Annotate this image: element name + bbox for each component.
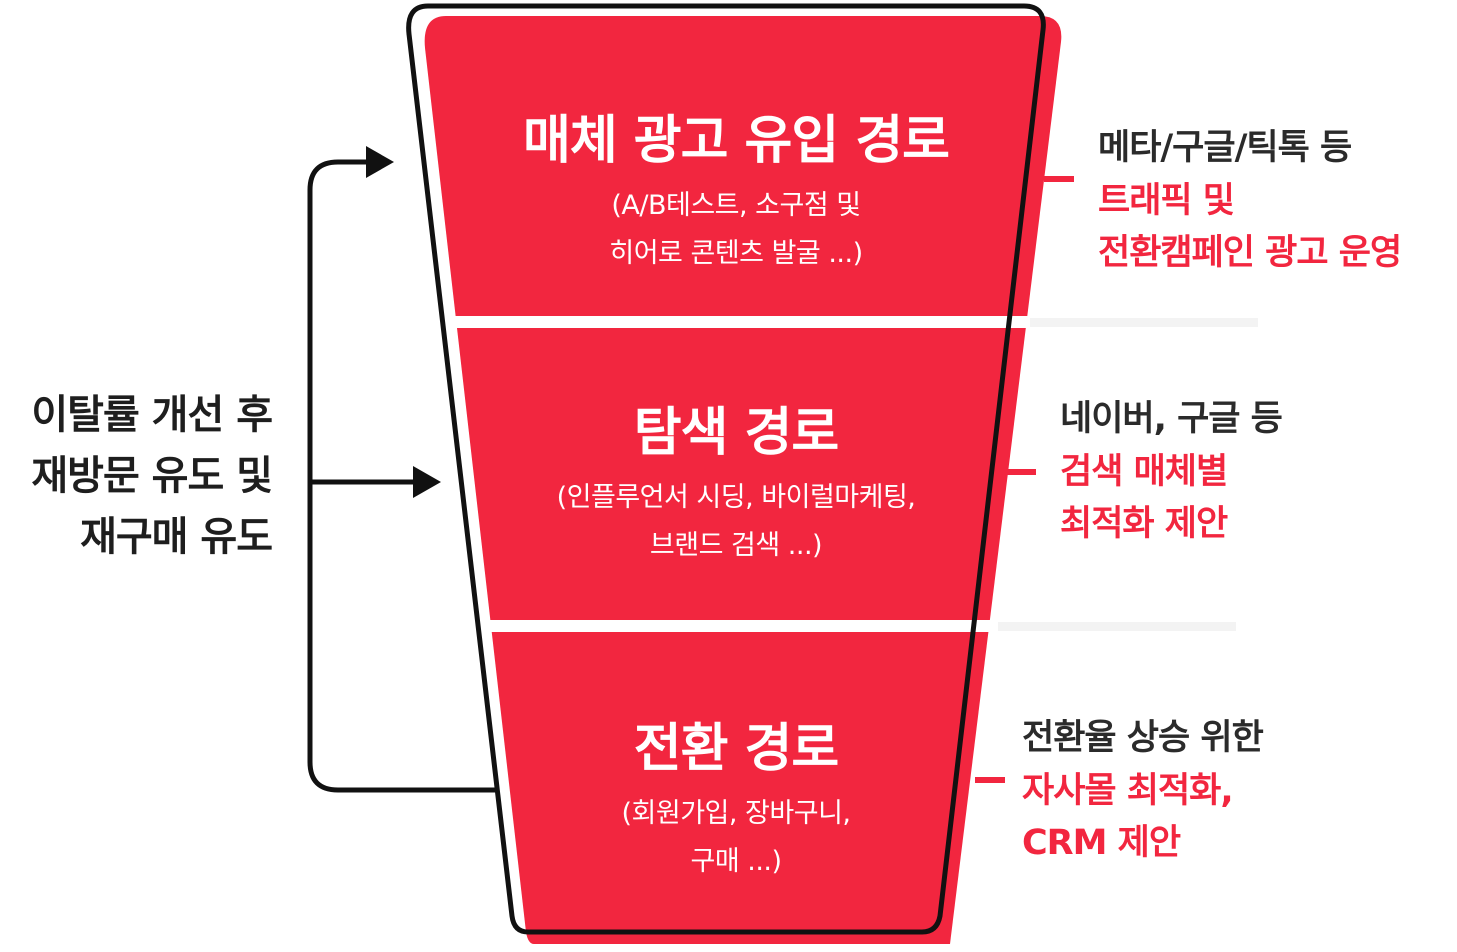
- funnel-body: [424, 16, 1062, 944]
- note-connector-1: [1044, 176, 1074, 182]
- divider-line-2: [998, 622, 1236, 631]
- stage-3-note-highlight: 자사몰 최적화, CRM 제안: [1022, 770, 1234, 864]
- stage-3-note-line: 전환율 상승 위한: [1022, 718, 1264, 758]
- stage-2-title: 탐색 경로: [633, 403, 839, 463]
- note-connector-2: [1006, 469, 1036, 475]
- stage-2-note: 네이버, 구글 등 검색 매체별 최적화 제안: [1060, 393, 1283, 551]
- feedback-loop-line: [307, 159, 498, 793]
- note-connector-3: [975, 777, 1005, 783]
- retention-note: 이탈률 개선 후 재방문 유도 및 재구매 유도: [31, 392, 273, 560]
- stage-1-note-highlight: 트래픽 및 전환캠페인 광고 운영: [1098, 180, 1402, 274]
- arrowhead-top-icon: [366, 146, 394, 178]
- stage-3-desc: (회원가입, 장바구니, 구매 ...): [621, 798, 851, 878]
- funnel-outline: [406, 3, 1046, 935]
- stage-2-desc: (인플루언서 시딩, 바이럴마케팅, 브랜드 검색 ...): [556, 482, 916, 562]
- stage-2-note-line: 네이버, 구글 등: [1060, 399, 1283, 439]
- arrowhead-middle-icon: [413, 466, 441, 498]
- stage-1-title: 매체 광고 유입 경로: [522, 111, 950, 171]
- stage-2-note-highlight: 검색 매체별 최적화 제안: [1060, 451, 1228, 545]
- stage-1-note-line: 메타/구글/틱톡 등: [1098, 128, 1352, 168]
- stage-3-note: 전환율 상승 위한 자사몰 최적화, CRM 제안: [1022, 712, 1264, 870]
- stage-1-note: 메타/구글/틱톡 등 트래픽 및 전환캠페인 광고 운영: [1098, 122, 1402, 280]
- divider-line-1: [1030, 318, 1258, 327]
- stage-1-desc: (A/B테스트, 소구점 및 히어로 콘텐츠 발굴 ...): [609, 190, 863, 270]
- stage-3-title: 전환 경로: [633, 719, 839, 779]
